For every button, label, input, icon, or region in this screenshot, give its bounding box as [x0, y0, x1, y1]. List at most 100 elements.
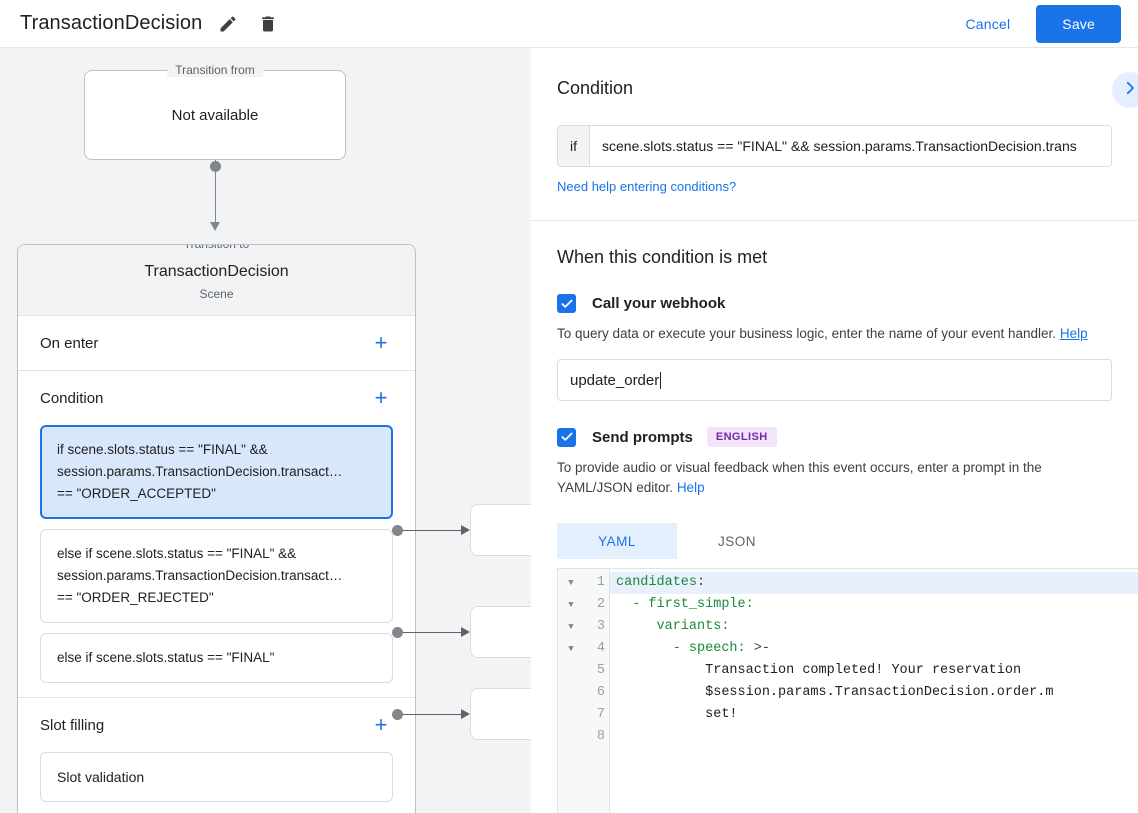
save-button[interactable]: Save: [1036, 4, 1121, 43]
condition-line-1: else if scene.slots.status == "FINAL" &&: [57, 546, 297, 561]
target-card-final[interactable]: [470, 688, 531, 740]
section-title-on-enter: On enter: [40, 334, 99, 352]
condition-section: Condition if scene.slots.status == "FINA…: [531, 48, 1138, 196]
section-slot-filling: Slot filling + Slot validation: [18, 698, 415, 813]
condition-line-1: if scene.slots.status == "FINAL" &&: [57, 442, 268, 457]
send-prompts-description: To provide audio or visual feedback when…: [557, 458, 1112, 498]
scene-type: Scene: [199, 287, 234, 301]
tab-yaml[interactable]: YAML: [557, 523, 677, 559]
call-webhook-checkbox[interactable]: [557, 294, 576, 313]
send-prompts-checkbox[interactable]: [557, 427, 576, 447]
transition-to-legend: Transition to: [175, 245, 258, 251]
code-line[interactable]: variants:: [610, 616, 1138, 638]
condition-item-final[interactable]: else if scene.slots.status == "FINAL": [40, 633, 393, 683]
fold-toggle-icon[interactable]: ▼: [568, 622, 574, 632]
prompts-help-link[interactable]: Help: [676, 480, 705, 495]
condition-item-rejected[interactable]: else if scene.slots.status == "FINAL" &&…: [40, 529, 393, 623]
fold-toggle-icon[interactable]: ▼: [568, 644, 574, 654]
panel-divider: [531, 220, 1138, 221]
fold-gutter: ▼ ▼ ▼ ▼: [558, 569, 584, 813]
when-condition-met-heading: When this condition is met: [557, 247, 768, 267]
add-condition-button[interactable]: +: [374, 385, 388, 410]
add-slot-filling-button[interactable]: +: [374, 712, 388, 737]
fold-toggle-icon[interactable]: ▼: [568, 600, 574, 610]
scene-card-header: TransactionDecision Scene: [18, 245, 415, 316]
line-number: 2: [596, 597, 605, 612]
scene-card: Transition to TransactionDecision Scene …: [17, 244, 416, 813]
transition-from-value: Not available: [171, 106, 259, 124]
language-badge: ENGLISH: [706, 427, 777, 447]
line-number: 8: [596, 729, 605, 744]
section-condition: Condition + if scene.slots.status == "FI…: [18, 371, 415, 698]
webhook-handler-input[interactable]: update_order: [557, 359, 1112, 401]
condition-heading: Condition: [557, 78, 634, 98]
yaml-punct-token: :: [697, 575, 706, 590]
call-webhook-label: Call your webhook: [592, 295, 726, 312]
send-prompts-label: Send prompts: [592, 428, 693, 446]
webhook-help-link[interactable]: Help: [1059, 326, 1088, 341]
yaml-text-token: set!: [616, 707, 738, 722]
fold-spacer: [558, 704, 584, 726]
code-line[interactable]: [610, 726, 1138, 748]
editor-format-tabs: YAML JSON: [557, 523, 1112, 560]
call-webhook-row[interactable]: Call your webhook: [557, 294, 1112, 313]
code-area[interactable]: candidates: - first_simple: variants: - …: [610, 569, 1138, 813]
yaml-key-token: variants:: [616, 619, 730, 634]
condition-help-link[interactable]: Need help entering conditions?: [557, 179, 737, 194]
code-line[interactable]: Transaction completed! Your reservation: [610, 660, 1138, 682]
condition-item-accepted[interactable]: if scene.slots.status == "FINAL" && sess…: [40, 425, 393, 519]
page-title: TransactionDecision: [20, 12, 203, 34]
edit-title-button[interactable]: [214, 10, 242, 38]
code-line[interactable]: candidates:: [610, 572, 1138, 594]
yaml-key-token: candidates: [616, 575, 698, 590]
slot-validation-item[interactable]: Slot validation: [40, 752, 393, 802]
code-line[interactable]: set!: [610, 704, 1138, 726]
edge-dot-accepted: [392, 525, 403, 536]
scene-graph-canvas[interactable]: Transition from Not available Transition…: [0, 48, 531, 813]
code-line[interactable]: - first_simple:: [610, 594, 1138, 616]
condition-line-2: session.params.TransactionDecision.trans…: [57, 568, 343, 583]
top-app-bar: TransactionDecision Cancel Save: [0, 0, 1138, 48]
expand-panel-button[interactable]: [1112, 72, 1138, 108]
line-number: 3: [596, 619, 605, 634]
call-webhook-description-text: To query data or execute your business l…: [557, 326, 1057, 341]
scene-name: TransactionDecision: [144, 263, 289, 280]
section-title-slot-filling: Slot filling: [40, 716, 105, 734]
add-on-enter-button[interactable]: +: [374, 330, 388, 355]
yaml-key-token: - first_simple:: [616, 597, 754, 612]
tab-json[interactable]: JSON: [717, 533, 756, 549]
condition-list: if scene.slots.status == "FINAL" && sess…: [18, 425, 393, 697]
fold-toggle-icon[interactable]: ▼: [568, 578, 574, 588]
topbar-actions: Cancel Save: [952, 4, 1138, 43]
slot-filling-list: Slot validation: [18, 752, 393, 813]
edge-dot-rejected: [392, 627, 403, 638]
send-prompts-description-text: To provide audio or visual feedback when…: [557, 460, 1042, 495]
trash-icon: [258, 14, 278, 34]
delete-button[interactable]: [254, 10, 282, 38]
edge-line-rejected: [403, 632, 465, 633]
edge-arrow-rejected: [461, 627, 470, 637]
fold-spacer: [558, 726, 584, 748]
connector-line: [215, 160, 216, 228]
condition-line-3: == "ORDER_REJECTED": [57, 590, 214, 605]
yaml-punct-token: >-: [745, 641, 770, 656]
fold-spacer: [558, 682, 584, 704]
call-webhook-description: To query data or execute your business l…: [557, 324, 1112, 344]
condition-expression-input[interactable]: scene.slots.status == "FINAL" && session…: [590, 126, 1111, 166]
condition-input-row[interactable]: if scene.slots.status == "FINAL" && sess…: [557, 125, 1112, 167]
cancel-button[interactable]: Cancel: [952, 7, 1025, 41]
code-line[interactable]: $session.params.TransactionDecision.orde…: [610, 682, 1138, 704]
transition-from-legend: Transition from: [167, 63, 263, 77]
target-card-accepted[interactable]: [470, 504, 531, 556]
condition-if-prefix: if: [558, 126, 590, 166]
yaml-key-token: - speech:: [616, 641, 746, 656]
section-title-condition: Condition: [40, 389, 104, 407]
target-card-rejected[interactable]: [470, 606, 531, 658]
send-prompts-row[interactable]: Send prompts ENGLISH: [557, 427, 1112, 447]
code-line[interactable]: - speech: >-: [610, 638, 1138, 660]
transition-from-card: Transition from Not available: [84, 63, 346, 160]
webhook-handler-value: update_order: [570, 371, 660, 389]
text-caret: [660, 371, 662, 389]
condition-line-1: else if scene.slots.status == "FINAL": [57, 650, 275, 665]
